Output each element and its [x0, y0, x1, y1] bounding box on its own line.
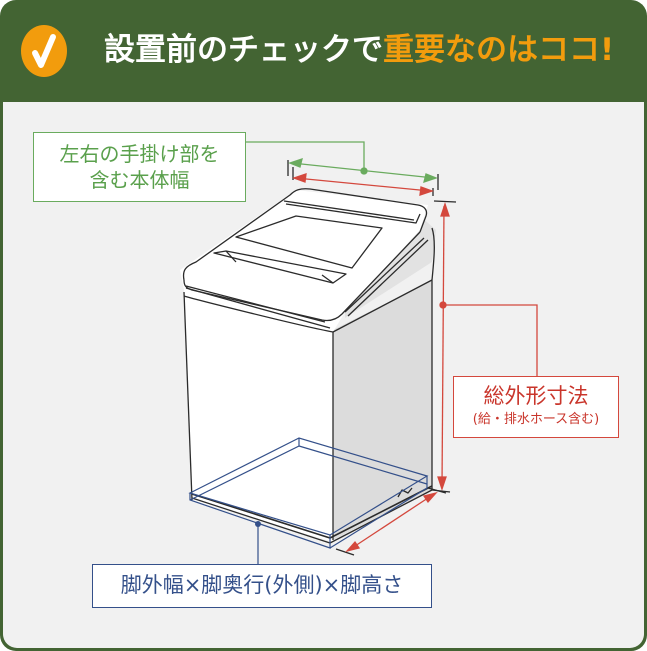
page-title: 設置前のチェックで重要なのはココ! [104, 30, 614, 70]
leg-dimensions-label: 脚外幅×脚奥行(外側)×脚高さ [92, 564, 432, 608]
overall-dimensions-note: (給・排水ホース含む) [472, 412, 600, 427]
overall-dimensions-label: 総外形寸法 (給・排水ホース含む) [453, 376, 619, 438]
overall-dimensions-title: 総外形寸法 [483, 384, 589, 408]
body-width-label: 左右の手掛け部を 含む本体幅 [33, 132, 246, 202]
title-white-part: 設置前のチェックで [104, 32, 383, 68]
body-width-label-line1: 左右の手掛け部を [59, 142, 220, 166]
title-orange-part: 重要なのはココ! [383, 32, 615, 68]
header-banner: 設置前のチェックで重要なのはココ! [0, 0, 647, 102]
body-width-label-line2: 含む本体幅 [89, 168, 190, 192]
checkmark-icon [21, 25, 67, 77]
